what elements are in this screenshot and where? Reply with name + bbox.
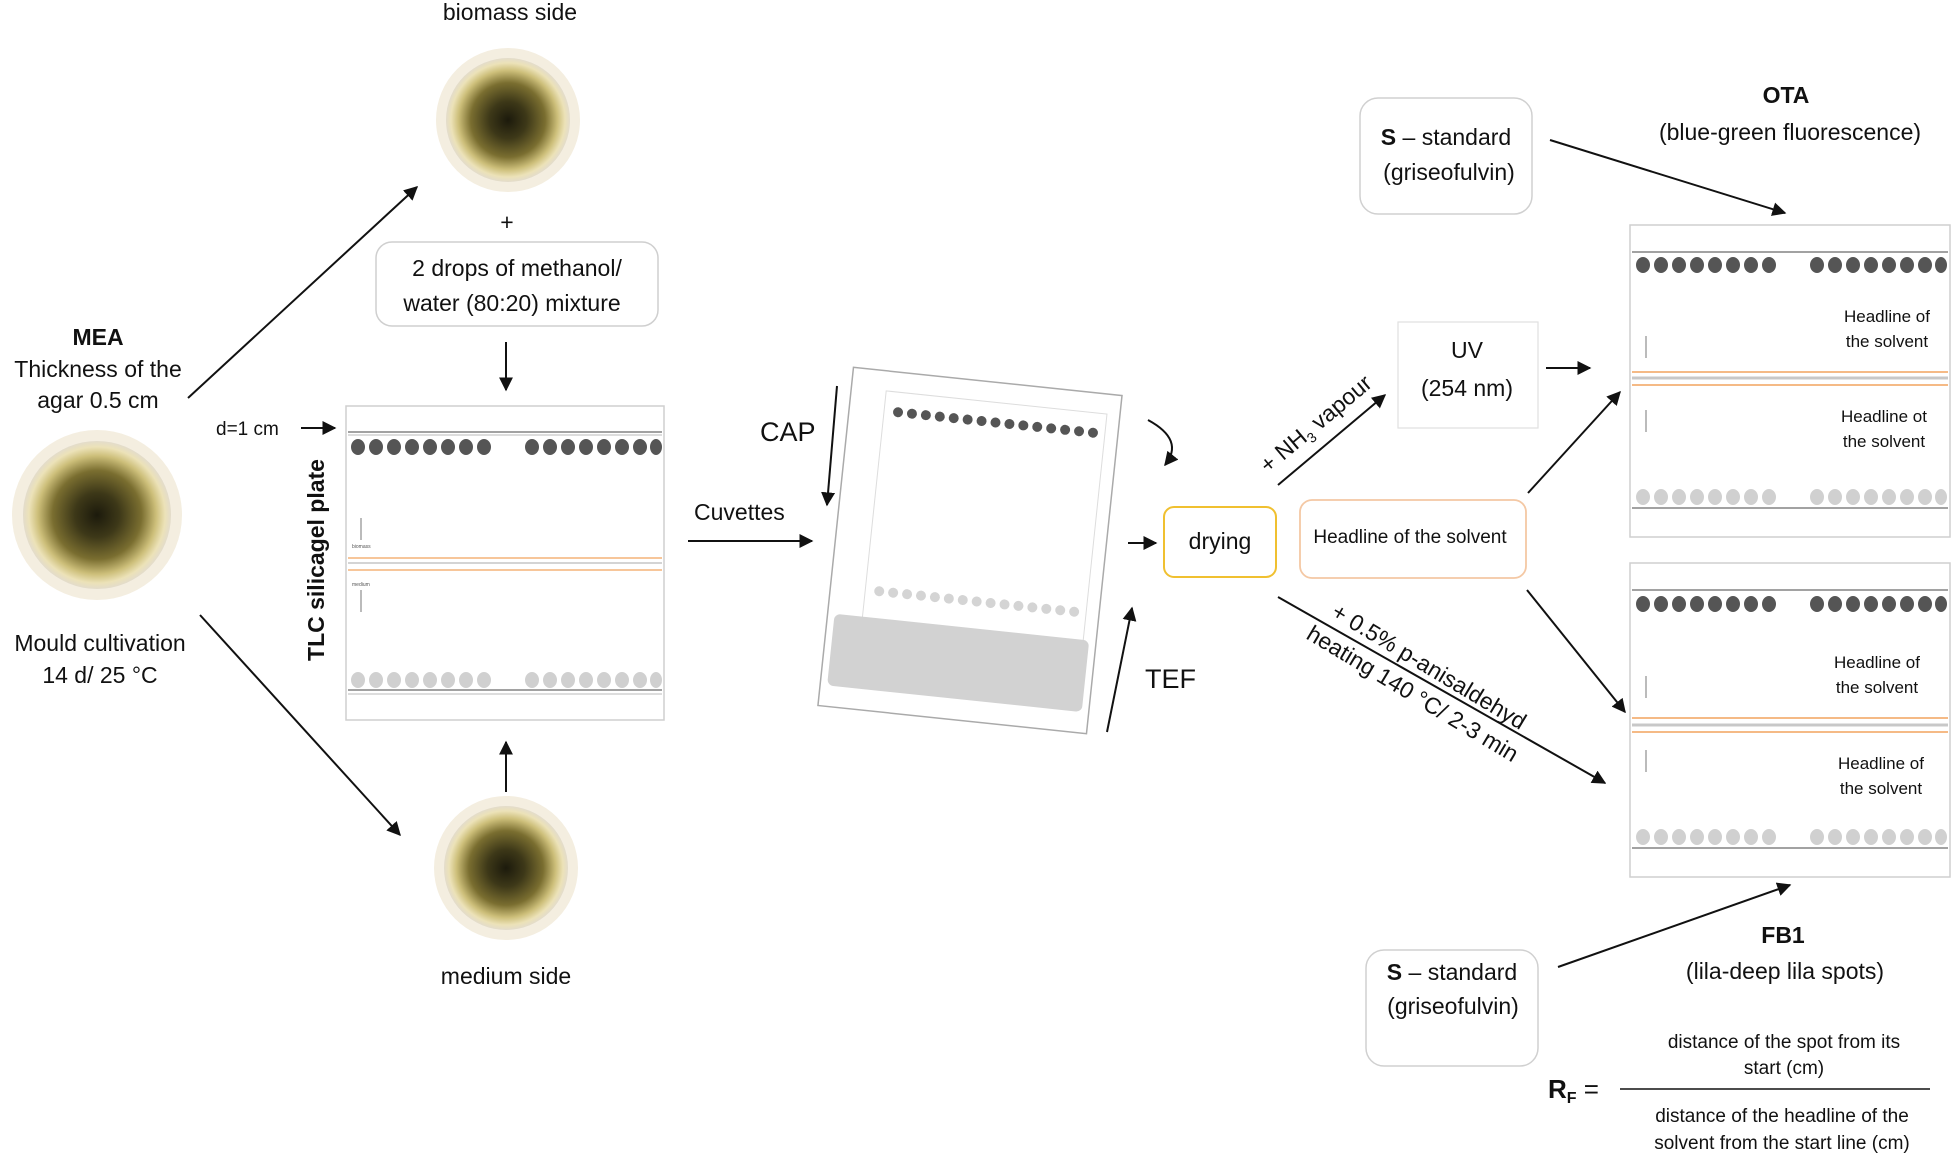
tlc-plate-vertical-label: TLC silicagel plate xyxy=(303,459,329,661)
plus-sign: + xyxy=(500,209,513,235)
arrow-icon-standard-top xyxy=(1549,139,1787,216)
standard-box-top xyxy=(1359,97,1533,215)
standard-bottom-line1: S – standard xyxy=(1387,959,1517,985)
arrow-icon-tef xyxy=(1106,606,1137,733)
thickness-line2: agar 0.5 cm xyxy=(37,387,158,413)
arrow-icon-cap xyxy=(821,385,838,507)
arrow-icon-anisaldehyde xyxy=(1277,596,1607,784)
biomass-side-label: biomass side xyxy=(443,0,577,25)
drying-box xyxy=(1163,506,1277,578)
bottom-plate-headline-1a: Headline of xyxy=(1834,653,1920,672)
ota-title: OTA xyxy=(1763,82,1810,108)
petri-dish-icon-main xyxy=(12,430,182,600)
methanol-line1: 2 drops of methanol/ xyxy=(412,255,622,281)
rf-numerator-line2: start (cm) xyxy=(1744,1058,1824,1079)
thickness-line1: Thickness of the xyxy=(14,356,181,382)
uv-line1: UV xyxy=(1451,337,1484,363)
arrow-icon-headline-up xyxy=(1527,390,1621,494)
petri-dish-icon-biomass xyxy=(436,48,580,192)
nh3-label: + NH3 vapour xyxy=(1255,369,1379,480)
rotate-arrow-icon xyxy=(1147,419,1179,467)
headline-box xyxy=(1299,499,1527,579)
mea-title: MEA xyxy=(72,324,123,350)
arrow-icon-to-biomass xyxy=(187,186,419,399)
bottom-plate-headline-2a: Headline of xyxy=(1838,754,1924,773)
top-plate-headline-2b: the solvent xyxy=(1843,432,1925,451)
plate-biomass-tag: biomass xyxy=(352,544,371,550)
plate-dark-spots xyxy=(351,439,662,455)
tlc-plate-left: biomass medium xyxy=(345,405,665,721)
standard-bottom-line2: (griseofulvin) xyxy=(1387,993,1519,1019)
rf-symbol: RF = xyxy=(1548,1074,1599,1107)
ota-subtitle: (blue-green fluorescence) xyxy=(1659,119,1921,145)
cap-label: CAP xyxy=(760,417,816,447)
drying-label: drying xyxy=(1189,528,1252,554)
top-plate-headline-1a: Headline of xyxy=(1844,307,1930,326)
cultivation-line2: 14 d/ 25 °C xyxy=(42,662,157,688)
standard-top-line2: (griseofulvin) xyxy=(1383,159,1515,185)
rf-denominator-line1: distance of the headline of the xyxy=(1655,1106,1909,1127)
cultivation-line1: Mould cultivation xyxy=(14,630,185,656)
medium-side-label: medium side xyxy=(441,963,571,989)
petri-dish-icon-medium xyxy=(434,796,578,940)
d-label: d=1 cm xyxy=(216,419,279,440)
top-plate-headline-1b: the solvent xyxy=(1846,332,1928,351)
bottom-plate-headline-1b: the solvent xyxy=(1836,678,1918,697)
arrow-icon-to-medium xyxy=(199,614,401,837)
result-plate-top xyxy=(1629,224,1951,538)
uv-box xyxy=(1397,321,1539,429)
cuvettes-label: Cuvettes xyxy=(694,499,785,525)
plate-medium-tag: medium xyxy=(352,582,370,588)
standard-box-bottom xyxy=(1365,949,1539,1067)
headline-box-label: Headline of the solvent xyxy=(1313,527,1507,548)
methanol-line2: water (80:20) mixture xyxy=(402,290,620,316)
uv-line2: (254 nm) xyxy=(1421,375,1513,401)
top-plate-headline-2a: Headline ot xyxy=(1841,407,1927,426)
tef-label: TEF xyxy=(1145,664,1196,694)
arrow-icon-headline-down xyxy=(1526,589,1626,714)
result-plate-bottom xyxy=(1629,562,1951,878)
bottom-plate-headline-2b: the solvent xyxy=(1840,779,1922,798)
standard-top-line1: S – standard xyxy=(1381,124,1511,150)
rf-denominator-line2: solvent from the start line (cm) xyxy=(1654,1133,1910,1154)
rf-numerator-line1: distance of the spot from its xyxy=(1668,1032,1900,1053)
methanol-box xyxy=(375,241,659,327)
fb1-subtitle: (lila-deep lila spots) xyxy=(1686,958,1884,984)
arrow-icon-nh3 xyxy=(1277,394,1387,486)
plate-light-spots xyxy=(351,672,662,688)
fb1-title: FB1 xyxy=(1761,922,1805,948)
cuvette-chamber xyxy=(817,366,1123,735)
arrow-icon-standard-bottom xyxy=(1557,882,1792,968)
